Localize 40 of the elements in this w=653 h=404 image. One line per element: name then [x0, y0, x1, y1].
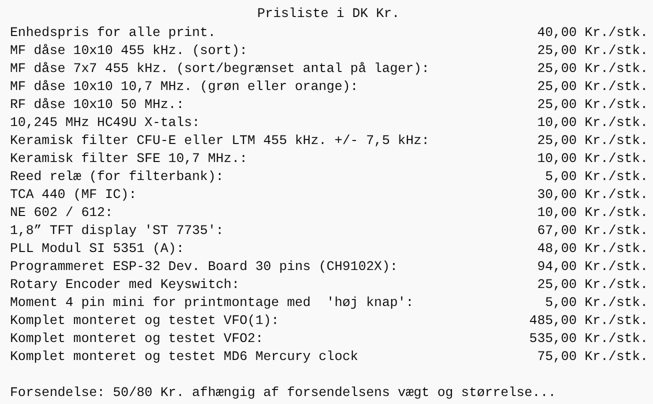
item-description: Keramisk filter SFE 10,7 MHz.: — [10, 151, 248, 167]
item-description: Keramisk filter CFU-E eller LTM 455 kHz. +/- 7,5 kHz: — [10, 133, 430, 149]
item-description: MF dåse 7x7 455 kHz. (sort/begrænset antal på lager): — [10, 61, 430, 77]
price: 25,00 Kr./stk. — [537, 61, 648, 77]
price: 535,00 Kr./stk. — [529, 331, 648, 347]
price: 67,00 Kr./stk. — [537, 223, 648, 239]
item-description: Komplet monteret og testet MD6 Mercury clock — [10, 349, 358, 365]
item-description: Komplet monteret og testet VFO(1): — [10, 313, 280, 329]
price: 485,00 Kr./stk. — [529, 313, 648, 329]
price: 40,00 Kr./stk. — [537, 25, 648, 41]
price: 94,00 Kr./stk. — [537, 259, 648, 275]
price: 10,00 Kr./stk. — [537, 151, 648, 167]
item-description: TCA 440 (MF IC): — [10, 187, 137, 203]
item-description: Enhedspris for alle print. — [10, 25, 216, 41]
shipping-note: Forsendelse: 50/80 Kr. afhængig af forsendelsens vægt og størrelse... — [10, 385, 556, 401]
item-description: MF dåse 10x10 455 kHz. (sort): — [10, 43, 248, 59]
price: 25,00 Kr./stk. — [537, 277, 648, 293]
price: 5,00 Kr./stk. — [545, 295, 648, 311]
item-description: PLL Modul SI 5351 (A): — [10, 241, 184, 257]
item-description: Programmeret ESP-32 Dev. Board 30 pins (CH9102X): — [10, 259, 398, 275]
item-description: Reed relæ (for filterbank): — [10, 169, 224, 185]
price: 10,00 Kr./stk. — [537, 205, 648, 221]
price: 25,00 Kr./stk. — [537, 97, 648, 113]
item-description: 1,8” TFT display 'ST 7735': — [10, 223, 224, 239]
item-description: MF dåse 10x10 10,7 MHz. (grøn eller orange): — [10, 79, 358, 95]
price: 25,00 Kr./stk. — [537, 79, 648, 95]
price: 25,00 Kr./stk. — [537, 43, 648, 59]
item-description: Rotary Encoder med Keyswitch: — [10, 277, 240, 293]
price: 48,00 Kr./stk. — [537, 241, 648, 257]
item-description: Komplet monteret og testet VFO2: — [10, 331, 264, 347]
item-description: RF dåse 10x10 50 MHz.: — [10, 97, 184, 113]
price: 10,00 Kr./stk. — [537, 115, 648, 131]
item-description: Moment 4 pin mini for printmontage med 'høj knap': — [10, 295, 414, 311]
price: 25,00 Kr./stk. — [537, 133, 648, 149]
price: 30,00 Kr./stk. — [537, 187, 648, 203]
heading: Prisliste i DK Kr. — [256, 6, 401, 22]
item-description: 10,245 MHz HC49U X-tals: — [10, 115, 200, 131]
price: 5,00 Kr./stk. — [545, 169, 648, 185]
item-description: NE 602 / 612: — [10, 205, 113, 221]
price: 75,00 Kr./stk. — [537, 349, 648, 365]
